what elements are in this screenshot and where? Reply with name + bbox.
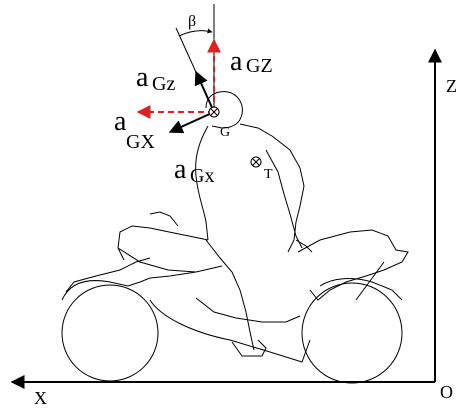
label-point-T: T — [264, 167, 273, 182]
label-a-GZ-sub: GZ — [246, 55, 273, 77]
tail-section — [65, 257, 151, 293]
label-axis-X: X — [34, 388, 47, 408]
label-a-GZ-a: a — [230, 46, 243, 77]
label-origin: O — [440, 382, 453, 402]
rider-outline — [117, 91, 313, 357]
rear-wheel — [61, 284, 159, 382]
rider-seat — [117, 247, 197, 273]
label-beta: β — [188, 13, 196, 30]
rider-knee — [149, 211, 179, 227]
acceleration-vectors — [136, 38, 221, 134]
rider-arm — [265, 149, 303, 249]
engine-area — [195, 297, 301, 323]
rider-thigh — [117, 225, 209, 261]
body-bottom — [149, 299, 311, 363]
point-T-marker — [250, 156, 262, 168]
label-a-GX-sub: GX — [126, 131, 155, 153]
point-G-marker — [208, 106, 220, 118]
label-a-Gz-a: a — [136, 62, 149, 93]
label-a-GX-a: a — [114, 106, 127, 137]
vector-a-Gz — [194, 70, 215, 113]
label-a-Gx-sub: Gx — [190, 165, 214, 187]
rider-hand — [295, 239, 313, 253]
rider-chest — [239, 123, 305, 253]
label-a-Gx-a: a — [174, 154, 187, 185]
rear-fender — [61, 265, 223, 301]
fuel-tank — [297, 229, 409, 301]
rider-boot — [231, 339, 267, 357]
front-fender — [319, 278, 403, 301]
front-wheel — [301, 282, 403, 384]
beta-arc — [178, 28, 213, 37]
motorcycle-outline — [61, 229, 409, 384]
rider-shin — [205, 239, 255, 351]
helmet — [205, 91, 243, 129]
rider-back — [195, 125, 209, 241]
label-point-G: G — [220, 125, 230, 140]
vector-a-Gx — [168, 111, 215, 134]
coordinate-axes — [10, 48, 442, 389]
label-axis-Z: Z — [446, 76, 457, 96]
front-fork — [355, 261, 385, 301]
label-a-Gz-sub: Gz — [152, 73, 175, 95]
